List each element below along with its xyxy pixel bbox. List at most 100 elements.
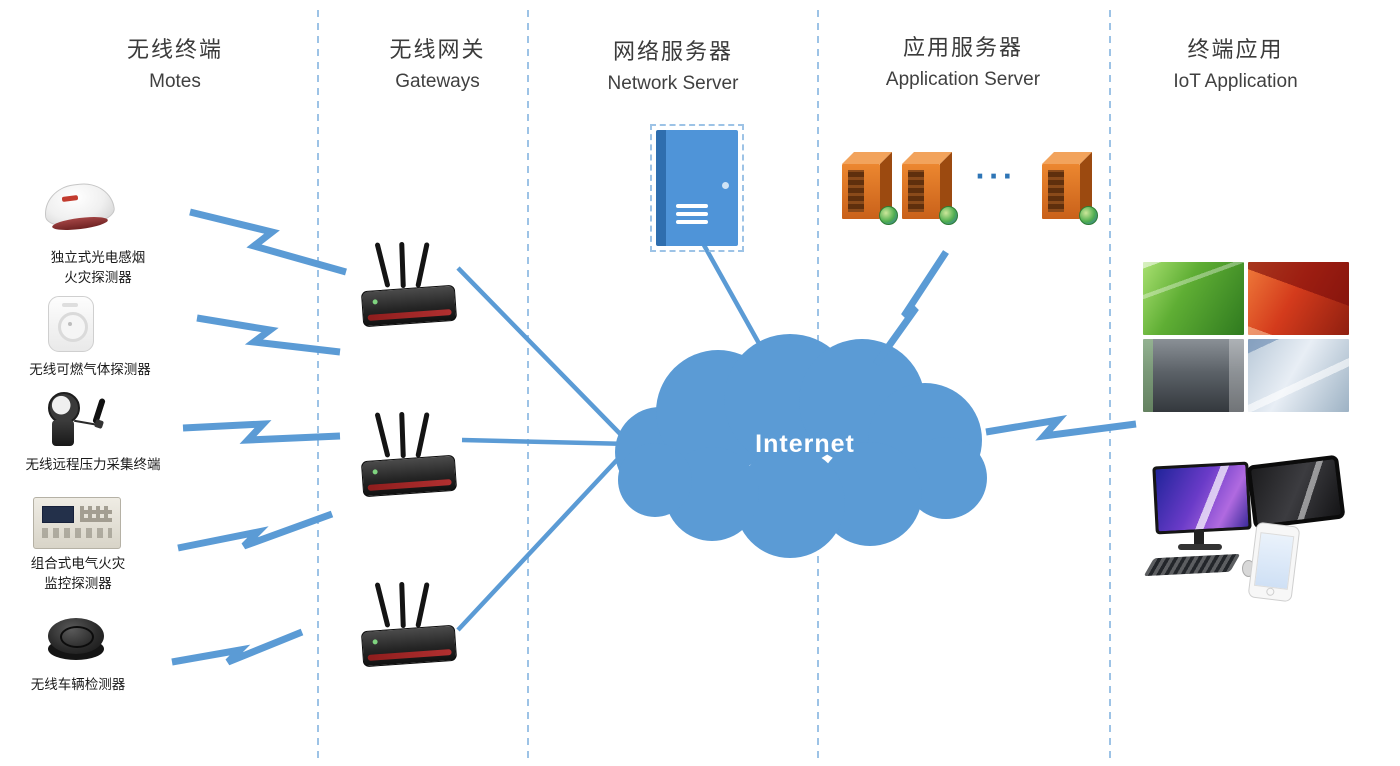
column-title-en: Gateways xyxy=(395,71,480,92)
column-title-zh: 无线终端 xyxy=(126,37,223,62)
server-front-face xyxy=(1042,164,1080,219)
antenna-icon xyxy=(399,581,406,629)
gateway-icon xyxy=(360,580,462,668)
internet-cloud-icon xyxy=(615,334,987,558)
column-title-en: Motes xyxy=(149,71,201,92)
gateway-body xyxy=(360,284,458,328)
globe-icon xyxy=(1079,206,1098,225)
application-server-icon xyxy=(842,152,900,225)
pressure-gauge xyxy=(48,392,80,424)
application-server-icon xyxy=(902,152,960,225)
network-server-cloud-link xyxy=(698,236,768,358)
column-title-zh: 无线网关 xyxy=(389,37,486,62)
lightning-bolt xyxy=(189,208,347,276)
factory-aerial-photo xyxy=(1248,339,1349,412)
gateway-stripe xyxy=(367,309,452,321)
monitor-base xyxy=(1178,544,1222,550)
gateway-stripe xyxy=(367,479,452,491)
monitor-screen xyxy=(1155,464,1249,532)
network-server-body xyxy=(656,130,738,246)
network-server-led xyxy=(722,182,729,189)
column-title-zh: 应用服务器 xyxy=(902,35,1023,60)
pressure-terminal-icon xyxy=(42,392,114,452)
monitor-terminals xyxy=(42,528,112,538)
pressure-antenna-base xyxy=(93,418,105,430)
antenna-icon xyxy=(415,241,430,289)
tablet-icon xyxy=(1246,454,1346,530)
gas-detector-icon xyxy=(48,296,94,352)
gateway-stripe xyxy=(367,649,452,661)
globe-icon xyxy=(879,206,898,225)
mote-label: 组合式电气火灾 监控探测器 xyxy=(30,556,126,592)
desktop-computer-icon xyxy=(1143,461,1260,582)
pressure-body xyxy=(52,420,74,446)
lightning-bolt xyxy=(196,314,341,356)
antenna-icon xyxy=(399,411,406,459)
gateway-cloud-link xyxy=(456,266,632,446)
lightning-bolt xyxy=(873,250,949,367)
monitor-keypad xyxy=(80,506,112,522)
column-header-iot-application: 终端应用 IoT Application xyxy=(1118,32,1353,93)
antenna-icon xyxy=(415,581,430,629)
gateway-led xyxy=(372,469,378,475)
smoke-detector-icon xyxy=(40,179,118,236)
internet-label: Internet xyxy=(755,430,855,458)
lightning-bolt xyxy=(177,510,334,552)
antenna-icon xyxy=(374,412,391,458)
antenna-icon xyxy=(374,242,391,288)
vehicle-detector-icon xyxy=(46,616,106,664)
monitor-icon xyxy=(1152,461,1252,535)
gateway-led xyxy=(372,639,378,645)
gateway-body xyxy=(360,624,458,668)
antenna-icon xyxy=(374,582,391,628)
mote-label: 无线车辆检测器 xyxy=(30,677,126,692)
lightning-bolt xyxy=(171,628,304,666)
column-header-motes: 无线终端 Motes xyxy=(60,32,290,93)
electrical-fire-monitor-icon xyxy=(33,497,121,549)
gateway-body xyxy=(360,454,458,498)
column-title-en: Application Server xyxy=(885,69,1041,90)
parking-garage-photo xyxy=(1143,339,1244,412)
network-server-slot xyxy=(676,204,708,208)
smartphone-screen xyxy=(1253,532,1295,590)
tablet-screen xyxy=(1250,459,1342,525)
column-title-en: IoT Application xyxy=(1173,71,1298,92)
antenna-icon xyxy=(399,241,406,289)
server-drive-panel xyxy=(1048,170,1064,212)
monitor-screen xyxy=(42,506,74,523)
mote-label: 独立式光电感烟 火灾探测器 xyxy=(50,250,146,286)
lightning-bolt xyxy=(985,414,1137,441)
server-drive-panel xyxy=(848,170,864,212)
network-server-slot xyxy=(676,212,708,216)
gateway-led xyxy=(372,299,378,305)
iot-application-photos xyxy=(1143,262,1350,412)
column-header-application-server: 应用服务器 Application Server xyxy=(838,30,1088,91)
column-title-zh: 网络服务器 xyxy=(612,39,733,64)
column-header-gateways: 无线网关 Gateways xyxy=(330,32,545,93)
industrial-equipment-photo xyxy=(1248,262,1349,335)
gas-detector-grill xyxy=(58,312,88,342)
keyboard-icon xyxy=(1143,553,1241,577)
vehicle-detector-ring xyxy=(60,626,94,648)
gateway-cloud-link xyxy=(461,437,631,447)
network-server-icon xyxy=(650,124,744,252)
more-servers-ellipsis: ··· xyxy=(975,158,1017,194)
smartphone-icon xyxy=(1247,521,1301,603)
globe-icon xyxy=(939,206,958,225)
mote-label: 无线远程压力采集终端 xyxy=(25,457,161,472)
smartphone-home-button xyxy=(1265,587,1275,597)
column-title-zh: 终端应用 xyxy=(1187,37,1284,62)
column-title-en: Network Server xyxy=(607,73,739,94)
gateway-icon xyxy=(360,410,462,498)
server-front-face xyxy=(902,164,940,219)
server-drive-panel xyxy=(908,170,924,212)
lightning-bolt xyxy=(182,420,341,444)
gateway-icon xyxy=(360,240,462,328)
gas-detector-led xyxy=(68,322,72,326)
gateway-cloud-link xyxy=(456,444,632,632)
server-front-face xyxy=(842,164,880,219)
column-header-network-server: 网络服务器 Network Server xyxy=(558,34,788,95)
gas-detector-slot xyxy=(62,303,78,307)
monitor-stand xyxy=(1194,530,1204,544)
